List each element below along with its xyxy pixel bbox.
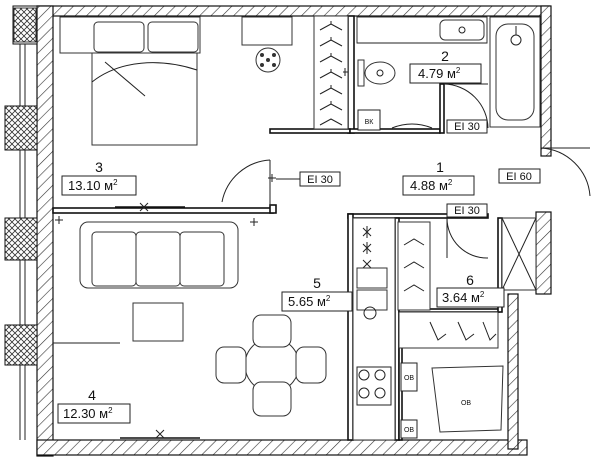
- room-number: 4: [88, 387, 96, 403]
- kitchen-counter: [352, 217, 396, 441]
- ei-text: EI 30: [454, 121, 480, 133]
- room-number: 6: [466, 272, 474, 288]
- room-area: 13.10 м2: [68, 178, 118, 193]
- ei-text: EI 30: [454, 205, 480, 217]
- ei-text: EI 30: [307, 174, 333, 186]
- wardrobe: [313, 15, 349, 130]
- radiator-room-3: [115, 202, 185, 212]
- bed: [59, 16, 201, 146]
- room-area: 4.88 м2: [410, 178, 453, 193]
- ei-label-entry: EI 60: [498, 168, 541, 184]
- room-number: 3: [95, 159, 103, 175]
- toilet: [357, 59, 396, 87]
- room-area: 4.79 м2: [418, 66, 461, 81]
- room-area: 3.64 м2: [442, 290, 485, 305]
- room-2-label: 2 4.79 м2: [409, 48, 482, 84]
- heater-box: ОВ: [431, 365, 504, 433]
- radiator-room-4: [120, 429, 200, 439]
- room-number: 1: [436, 159, 444, 175]
- ei-label-kitchen: EI 30: [446, 203, 488, 218]
- ei-label-room: EI 30: [276, 171, 341, 187]
- coffee-table: [132, 302, 184, 342]
- storage-shelf: [397, 217, 537, 311]
- hanger-rail: [398, 311, 499, 349]
- shower-curve: [391, 123, 433, 129]
- room-1-label: 1 4.88 м2: [402, 159, 475, 196]
- vent-boxes-kitchen: ОВ ОВ: [400, 362, 418, 439]
- ov-label-large: ОВ: [461, 400, 471, 407]
- dining-table: [215, 314, 327, 417]
- vent-label: ВК: [365, 119, 375, 126]
- sink: [356, 16, 488, 44]
- room-number: 2: [441, 48, 449, 64]
- door-arcs: [221, 83, 591, 259]
- room-area: 5.65 м2: [288, 294, 331, 309]
- window-frames: [4, 5, 38, 440]
- bathtub: [489, 16, 541, 128]
- room-6-label: 6 3.64 м2: [436, 272, 505, 308]
- room-area: 12.30 м2: [63, 406, 113, 421]
- room-3-label: 3 13.10 м2: [61, 159, 137, 196]
- exterior-walls: [36, 5, 552, 457]
- nightstand: [241, 16, 293, 46]
- vent-box: ВК: [357, 109, 381, 131]
- ei-text: EI 60: [506, 171, 532, 183]
- room-5-label: 5 5.65 м2: [281, 275, 353, 312]
- sofa: [79, 221, 239, 289]
- ov-label-2: ОВ: [404, 427, 414, 434]
- floor-lamp: [255, 47, 281, 73]
- room-number: 5: [313, 275, 321, 291]
- ov-label-1: ОВ: [404, 375, 414, 382]
- room-4-label: 4 12.30 м2: [57, 387, 131, 424]
- ei-label-bath: EI 30: [446, 119, 488, 134]
